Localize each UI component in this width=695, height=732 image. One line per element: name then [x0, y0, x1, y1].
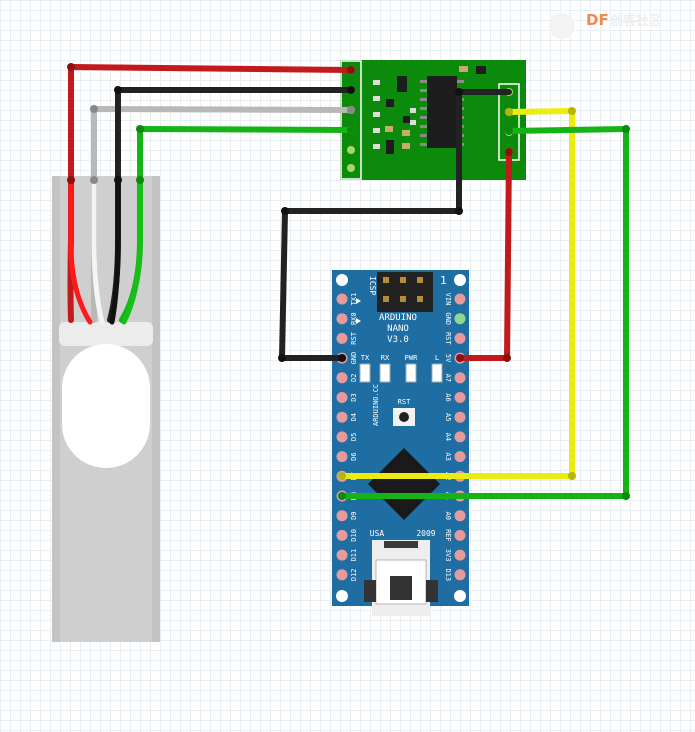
right-pin-label: RST — [444, 332, 452, 345]
board-name: ARDUINO — [379, 313, 417, 323]
right-pin-vin — [454, 293, 466, 305]
left-pin-rst — [336, 332, 348, 344]
left-pin-d4 — [336, 411, 348, 423]
left-pin-d10 — [336, 529, 348, 541]
left-pin-label: D3 — [350, 393, 358, 401]
hx711-module — [340, 60, 526, 180]
wire-joints — [67, 63, 630, 500]
right-pin-label: VIN — [444, 293, 452, 306]
left-pin-label: RST — [350, 331, 358, 344]
mount-hole — [454, 274, 466, 286]
left-pin-label: D4 — [350, 413, 358, 421]
left-pin-label: D6 — [350, 452, 358, 460]
board-model: NANO — [387, 324, 409, 334]
watermark: DF 创客社区 — [549, 11, 662, 39]
wire-black-gnd — [279, 89, 512, 361]
right-pin-ref — [454, 529, 466, 541]
left-pin-label: D5 — [350, 433, 358, 441]
right-pin-rst — [454, 332, 466, 344]
right-pin-a7 — [454, 372, 466, 384]
mcu-chip — [368, 448, 440, 520]
left-pin-d2 — [336, 372, 348, 384]
led-pwr — [405, 363, 417, 383]
right-pin-a5 — [454, 411, 466, 423]
left-pin-rx0 — [336, 313, 348, 325]
left-pin-label: GND — [350, 352, 358, 365]
left-pin-label: D12 — [350, 568, 358, 581]
right-pin-gnd — [454, 313, 466, 325]
icsp-label: ICSP — [368, 276, 377, 295]
left-pin-label: RX0 — [350, 312, 358, 325]
reset-button-cap[interactable] — [399, 412, 409, 422]
arduino-nano: ICSP 1 ARDUINO NANO V3.0 TX RX PWR L ARD… — [332, 270, 469, 616]
hx711-left-header — [340, 60, 362, 180]
wire-green-sck — [339, 126, 629, 499]
left-pin-tx1 — [336, 293, 348, 305]
left-pin-label: D9 — [350, 511, 358, 519]
left-pin-label: D2 — [350, 374, 358, 382]
led-label-tx: TX — [361, 354, 370, 362]
left-pin-d12 — [336, 569, 348, 581]
led-l — [431, 363, 443, 383]
mount-hole — [336, 590, 348, 602]
hx711-chip — [427, 76, 457, 148]
mount-hole — [336, 274, 348, 286]
led-rx — [379, 363, 391, 383]
site-label: ARDUINO.CC — [372, 384, 380, 426]
left-pin-d5 — [336, 431, 348, 443]
usa-label: USA — [370, 529, 385, 538]
watermark-text: 创客社区 — [609, 13, 662, 29]
right-pin-label: A0 — [444, 511, 452, 519]
right-pin-a6 — [454, 392, 466, 403]
right-pin-label: 3V3 — [444, 549, 452, 562]
right-pin-label: A7 — [444, 374, 452, 382]
board-version: V3.0 — [387, 335, 409, 345]
right-pin-label: A4 — [444, 433, 452, 441]
left-pin-d9 — [336, 510, 348, 522]
right-pin-label: D13 — [444, 568, 452, 581]
mount-hole — [454, 590, 466, 602]
left-pin-d6 — [336, 451, 348, 463]
load-cell-label-strip — [59, 322, 153, 346]
led-label-pwr: PWR — [405, 354, 418, 362]
right-pin-a3 — [454, 451, 466, 463]
wire-yellow-dt — [339, 108, 575, 479]
right-pin-label: A6 — [444, 393, 452, 401]
left-pin-label: D11 — [350, 549, 358, 562]
right-pin-a4 — [454, 431, 466, 443]
right-pin-label: 5V — [444, 354, 452, 363]
right-pin-label: GND — [444, 312, 452, 325]
right-pin-a0 — [454, 510, 466, 522]
right-pin-label: REF — [444, 529, 452, 542]
left-pin-d11 — [336, 549, 348, 561]
hx711-components — [373, 66, 486, 154]
watermark-brand: DF — [586, 11, 609, 29]
pin1-label: 1 — [440, 274, 447, 287]
watermark-logo-icon — [549, 13, 575, 39]
year-label: 2009 — [416, 529, 435, 538]
left-pin-d3 — [336, 392, 348, 403]
left-pin-label: D10 — [350, 529, 358, 542]
right-pin-label: A3 — [444, 452, 452, 460]
rst-label: RST — [398, 398, 411, 406]
led-tx — [359, 363, 371, 383]
right-pin-3v3 — [454, 549, 466, 561]
left-pin-label: TX1 — [350, 293, 358, 306]
right-pin-d13 — [454, 569, 466, 581]
led-label-l: L — [435, 354, 439, 362]
led-label-rx: RX — [381, 354, 390, 362]
right-pin-label: A5 — [444, 413, 452, 421]
